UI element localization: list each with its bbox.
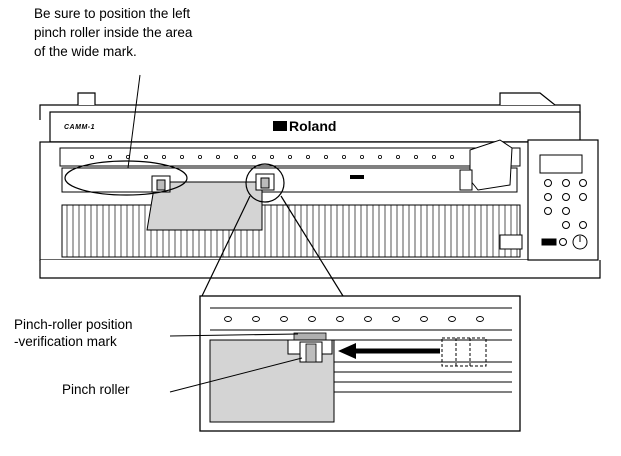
tool-carriage — [459, 139, 513, 191]
note-line: pinch roller inside the area — [34, 25, 193, 40]
instruction-note: Be sure to position the left pinch rolle… — [34, 5, 192, 62]
note-line: Be sure to position the left — [34, 6, 191, 21]
wide-mark-highlight — [64, 160, 188, 196]
material-sheet — [146, 181, 263, 231]
note-line: of the wide mark. — [34, 44, 137, 59]
label-line: Pinch-roller position — [14, 317, 133, 332]
zoom-circle — [245, 163, 285, 203]
label-line: -verification mark — [14, 334, 117, 349]
brand-name: Roland — [289, 118, 337, 134]
pinch-roller-label: Pinch roller — [62, 382, 130, 397]
front-platen — [61, 204, 521, 258]
detail-inset — [199, 295, 521, 432]
control-panel — [539, 154, 588, 250]
verification-mark-label: Pinch-roller position -verification mark — [14, 316, 133, 350]
model-name: CAMM-1 — [64, 124, 95, 131]
grit-marks — [90, 154, 454, 159]
